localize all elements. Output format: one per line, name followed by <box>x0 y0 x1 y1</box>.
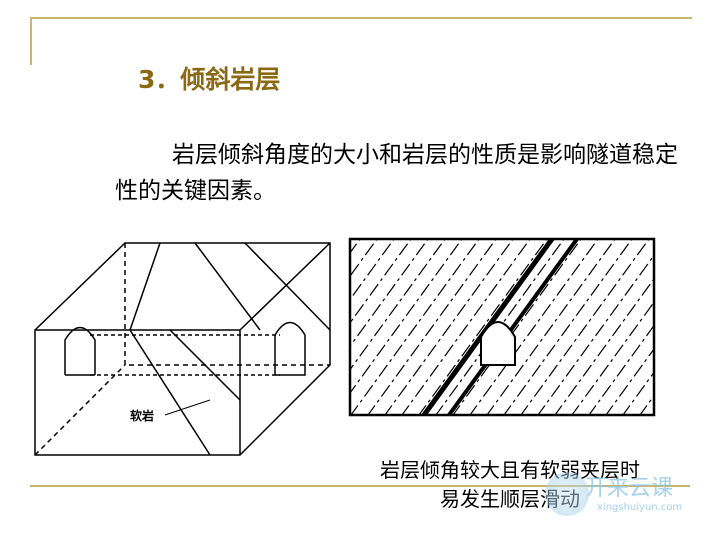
strata-line <box>537 254 654 415</box>
left-rule <box>30 17 32 65</box>
strata-line <box>452 239 582 415</box>
strata-line <box>605 347 654 415</box>
strata-line <box>350 239 378 278</box>
strata-line <box>350 239 395 301</box>
tunnel-block-diagram: 软岩 <box>34 242 331 456</box>
strata-line <box>554 277 654 415</box>
soft-rock-label: 软岩 <box>130 408 154 423</box>
top-rule <box>30 17 692 19</box>
strata-line <box>486 239 616 415</box>
strata-line <box>350 239 412 324</box>
strata-line <box>588 324 654 415</box>
slide-title: 3．倾斜岩层 <box>138 65 281 94</box>
strata-line <box>639 394 654 415</box>
figure-caption: 岩层倾角较大且有软弱夹层时 易发生顺层滑动 <box>340 456 680 514</box>
watermark-name: 开来云课 <box>585 476 674 501</box>
strata-line <box>350 239 480 415</box>
watermark-logo-icon <box>545 472 589 516</box>
caption-line-1: 岩层倾角较大且有软弱夹层时 <box>380 458 640 482</box>
tunnel-opening <box>480 321 516 366</box>
watermark-url: xingshuiyun.com <box>597 502 683 513</box>
strata-line <box>622 371 654 415</box>
strata-line <box>571 301 654 415</box>
inclined-strata-diagram <box>348 237 658 417</box>
body-paragraph: 岩层倾斜角度的大小和岩层的性质是影响隧道稳定性的关键因素。 <box>115 142 678 204</box>
caption-line-2: 易发生顺层滑动 <box>440 487 580 511</box>
strata-line <box>384 239 514 415</box>
watermark: 开来云课 xingshuiyun.com <box>545 470 683 516</box>
bottom-rule <box>30 485 690 487</box>
strata-line <box>520 239 650 415</box>
strata-line <box>641 237 658 417</box>
strata-line <box>401 239 531 415</box>
strata-line <box>503 239 633 415</box>
strata-line <box>350 239 446 371</box>
strata-line <box>469 239 599 415</box>
strata-line <box>418 239 548 415</box>
strata-line <box>350 239 463 395</box>
strata-line <box>350 239 429 348</box>
strata-line <box>367 239 497 415</box>
